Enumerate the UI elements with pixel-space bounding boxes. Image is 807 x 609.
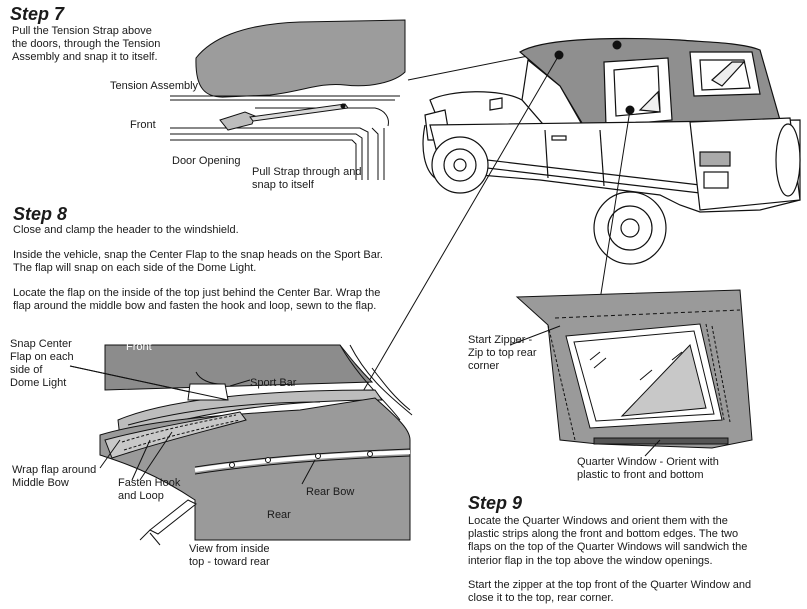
step8-paragraph-line: Locate the flap on the inside of the top…: [13, 286, 381, 299]
step7-drawing: [170, 19, 406, 180]
label-line: top - toward rear: [189, 556, 270, 568]
step9-paragraph-line: interior flap in the top above the windo…: [468, 554, 713, 567]
step9-instructions: Locate the Quarter Windows and orient th…: [468, 515, 803, 605]
label-line: Start Zipper -: [468, 334, 533, 346]
callout-line-step7: [407, 55, 529, 81]
label-line: Snap Center: [10, 338, 72, 350]
step8-paragraph-line: The flap will snap on each side of the D…: [13, 262, 257, 275]
label-line: side of: [10, 364, 43, 376]
step7-instructions: Pull the Tension Strap above the doors, …: [12, 25, 192, 65]
step8-instructions: Close and clamp the header to the windsh…: [13, 224, 423, 313]
label-line: Middle Bow: [12, 477, 69, 489]
label-quarter-window: Quarter Window - Orient with plastic to …: [577, 456, 719, 482]
vehicle-drawing: [422, 37, 801, 265]
step7-text-line: Assembly and snap it to itself.: [12, 51, 158, 64]
step7-text-line: the doors, through the Tension: [12, 38, 161, 51]
step8-paragraph: Close and clamp the header to the windsh…: [13, 224, 239, 236]
step7-text-line: Pull the Tension Strap above: [12, 25, 152, 37]
label-line: Flap on each: [10, 351, 74, 363]
label-sport-bar: Sport Bar: [250, 377, 297, 389]
label-line: Fasten Hook: [118, 477, 181, 489]
step9-paragraph-line: Start the zipper at the top front of the…: [468, 578, 752, 591]
step9-paragraph-line: Locate the Quarter Windows and orient th…: [468, 515, 728, 527]
label-front-step7: Front: [130, 119, 156, 131]
label-line: View from inside: [189, 543, 270, 555]
callout-dot-2: [612, 40, 622, 50]
step8-title: Step 8: [13, 204, 68, 224]
label-pull-strap: Pull Strap through and snap to itself: [252, 166, 361, 192]
step9-title: Step 9: [468, 493, 523, 513]
label-line: Zip to top rear: [468, 347, 537, 359]
step9-paragraph-line: close it to the top, rear corner.: [468, 592, 614, 605]
label-line: Pull Strap through and: [252, 166, 362, 178]
label-rear-bow: Rear Bow: [306, 486, 355, 498]
label-line: corner: [468, 360, 500, 372]
step8-drawing: [99, 344, 413, 541]
label-rear: Rear: [267, 509, 291, 521]
label-front-step8: Front: [126, 341, 152, 353]
label-line: plastic to front and bottom: [577, 469, 704, 481]
label-line: Quarter Window - Orient with: [577, 456, 719, 468]
label-line: Wrap flap around: [12, 464, 97, 476]
step9-paragraph-line: plastic strips along the front and botto…: [468, 528, 739, 541]
step7-title: Step 7: [10, 4, 65, 24]
label-tension-assembly: Tension Assembly: [110, 80, 199, 92]
label-wrap-flap: Wrap flap around Middle Bow: [12, 464, 96, 490]
step8-paragraph-line: Inside the vehicle, snap the Center Flap…: [13, 249, 383, 262]
callout-line-step8: [357, 54, 560, 401]
label-fasten-hook: Fasten Hook and Loop: [118, 477, 180, 503]
callout-line-step9: [599, 109, 631, 301]
label-start-zipper: Start Zipper - Zip to top rear corner: [468, 334, 536, 373]
step9-leaders: [509, 325, 661, 457]
step8-paragraph-line: flap around the middle bow and fasten th…: [13, 299, 377, 312]
label-line: Dome Light: [10, 377, 67, 389]
label-view-from-inside: View from inside top - toward rear: [189, 543, 270, 569]
step9-drawing: [515, 289, 753, 449]
label-line: and Loop: [118, 490, 164, 502]
label-door-opening: Door Opening: [172, 155, 241, 167]
step9-paragraph-line: flaps on the top of the Quarter Windows …: [468, 541, 748, 554]
label-snap-center: Snap Center Flap on each side of Dome Li…: [10, 338, 74, 390]
step8-leaders: [69, 365, 316, 546]
label-line: snap to itself: [252, 179, 314, 191]
